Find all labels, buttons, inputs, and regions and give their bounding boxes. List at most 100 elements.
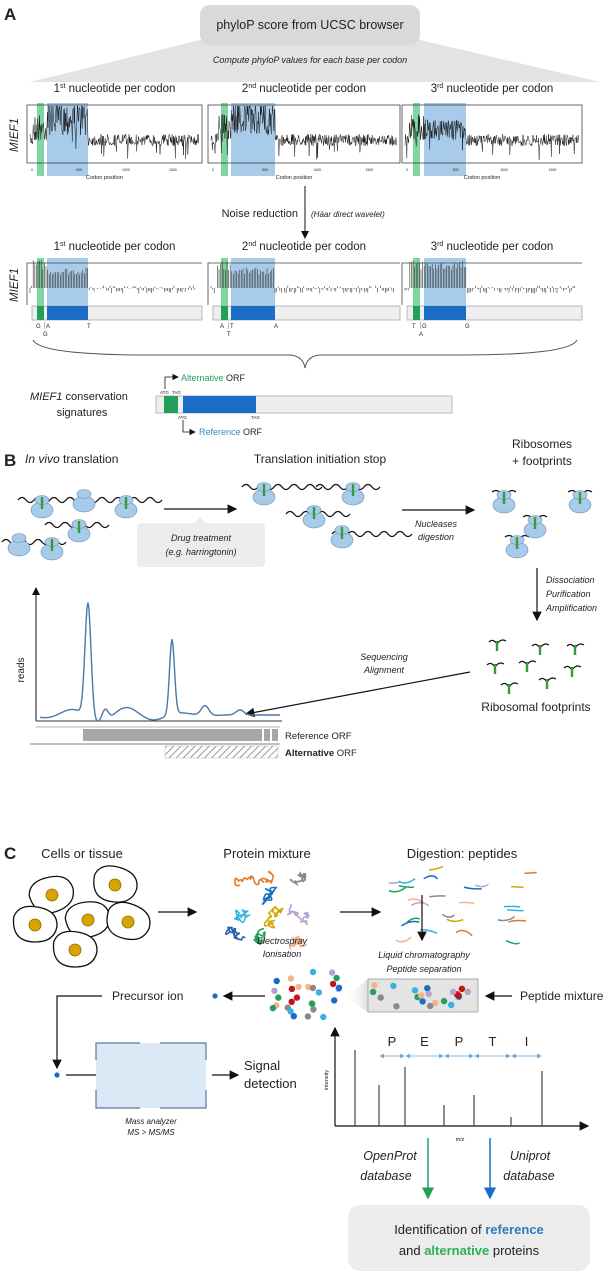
sequencing-arrow [244, 671, 471, 718]
plot-title-suffix: rd [437, 241, 443, 248]
ribosomes-title-1: Ribosomes [512, 437, 572, 451]
reference-orf-label: Reference ORF [285, 731, 352, 742]
trna-marker [340, 527, 344, 539]
trna-marker [351, 484, 355, 496]
alternative-orf-block [164, 396, 178, 413]
plot-title-ordinal: 1 [54, 83, 60, 95]
drug-text-2: (e.g. harringtonin) [165, 547, 236, 557]
peptide-dot [455, 992, 462, 999]
amplification-text: Amplification [545, 603, 597, 613]
wavelet-plot-frame [401, 262, 582, 305]
peptide-fragment [429, 895, 446, 898]
peptide-dot [448, 1001, 455, 1009]
ion-droplet [293, 994, 301, 1001]
peptide-fragment [507, 909, 524, 912]
in-vivo-title: In vivo translation [25, 452, 118, 466]
codon-letter: G [43, 332, 48, 338]
gene-label-wavelet: MIEF1 [9, 268, 21, 302]
ion-droplet [331, 997, 338, 1004]
peptide-fragment [398, 884, 414, 889]
peptide-dot [425, 990, 432, 998]
ion-droplet [273, 977, 280, 985]
peptide-fragment [459, 901, 475, 904]
mass-analyzer-box [96, 1043, 206, 1108]
ion-droplet [288, 985, 296, 993]
trna-marker [50, 539, 54, 551]
reads-plot: reads Reference ORF Alternative ORF [16, 587, 357, 759]
ion-droplet [333, 974, 340, 982]
cell-nucleus [45, 888, 59, 902]
panel-a-label: A [4, 5, 16, 24]
ion-droplet [304, 1013, 312, 1020]
plot-title-suffix: rd [437, 83, 443, 90]
peptide-fragment [406, 917, 420, 923]
footprint-trna [570, 667, 574, 677]
alt-orf-region [37, 103, 44, 176]
electrospray-text-2: Ionisation [263, 949, 302, 959]
protein-blob [234, 870, 275, 887]
peptide-dot [427, 1002, 434, 1010]
peptide-dot [464, 988, 471, 995]
lc-text-1: Liquid chromatography [378, 950, 470, 960]
x-axis-label: Codon position [86, 175, 123, 181]
alt-orf-region [37, 258, 44, 308]
ion-droplet [309, 1000, 316, 1007]
openprot-db-text: database [360, 1169, 411, 1183]
footprint-trna [507, 684, 511, 694]
nucleases-text-1: Nucleases [415, 519, 458, 529]
mass-analyzer-text-2: MS > MS/MS [127, 1128, 175, 1137]
plot-title: 2nd nucleotide per codon [242, 241, 366, 253]
plot-title-text: nucleotide per codon [65, 241, 175, 253]
phylop-signal [404, 114, 579, 161]
protein-blob [261, 886, 278, 906]
ref-orf-region [424, 103, 466, 176]
cell-nucleus [81, 913, 95, 927]
digestion-title: Digestion: peptides [407, 846, 518, 861]
peptide-fragment [446, 918, 464, 923]
ion-droplet [335, 984, 343, 991]
raw-plot-frame [207, 104, 401, 164]
codon-letter: T [87, 324, 91, 330]
ion-droplet [275, 994, 282, 1001]
peptide-dot [432, 999, 439, 1007]
ion-droplet [290, 1013, 297, 1020]
peptide-dot [369, 988, 377, 996]
peptide-fragment [395, 936, 412, 943]
codon-letter: A [274, 324, 278, 330]
reference-orf-block [183, 396, 256, 413]
mass-analyzer-text-1: Mass analyzer [125, 1117, 177, 1126]
panel-c-label: C [4, 844, 16, 863]
protein-blob [286, 904, 311, 926]
trna-marker [533, 517, 537, 529]
cell-nucleus [68, 943, 82, 957]
peptide-dot [419, 998, 426, 1005]
protein-blob [224, 926, 246, 941]
x-tick-label: 0 [212, 168, 214, 172]
wavelet-text: (Häar direct wavelet) [311, 210, 385, 219]
cells-title: Cells or tissue [41, 846, 123, 861]
footprint-trna [493, 664, 497, 674]
ion-droplet [310, 1006, 317, 1013]
x-tick-label: 0 [406, 168, 408, 172]
nucleases-text-2: digestion [418, 532, 454, 542]
cell [93, 865, 138, 903]
electrospray-text-1: Electrospray [257, 936, 308, 946]
plot-title: 1st nucleotide per codon [54, 83, 176, 95]
initiation-stop-title: Translation initiation stop [254, 452, 387, 466]
alt-tag: TAG [172, 390, 181, 395]
trna-marker [262, 484, 266, 496]
peptide-fragment [497, 916, 516, 922]
peptide-dot [371, 982, 378, 989]
conservation-signature: MIEF1 conservation signatures ATG TAG AT… [30, 373, 453, 437]
protein-mixture-title: Protein mixture [223, 846, 310, 861]
trna-marker [124, 497, 128, 509]
ref-orf-block [424, 306, 466, 320]
signature-line2: signatures [57, 407, 108, 419]
peptide-letter: P [455, 1034, 464, 1049]
raw-plot-frame [26, 104, 203, 164]
precursor-label: Precursor ion [112, 989, 183, 1003]
x-tick-label: 1000 [313, 168, 321, 172]
peptide-fragment [407, 898, 426, 905]
plot-title-text: nucleotide per codon [256, 83, 366, 95]
footprint-trna [525, 662, 529, 672]
